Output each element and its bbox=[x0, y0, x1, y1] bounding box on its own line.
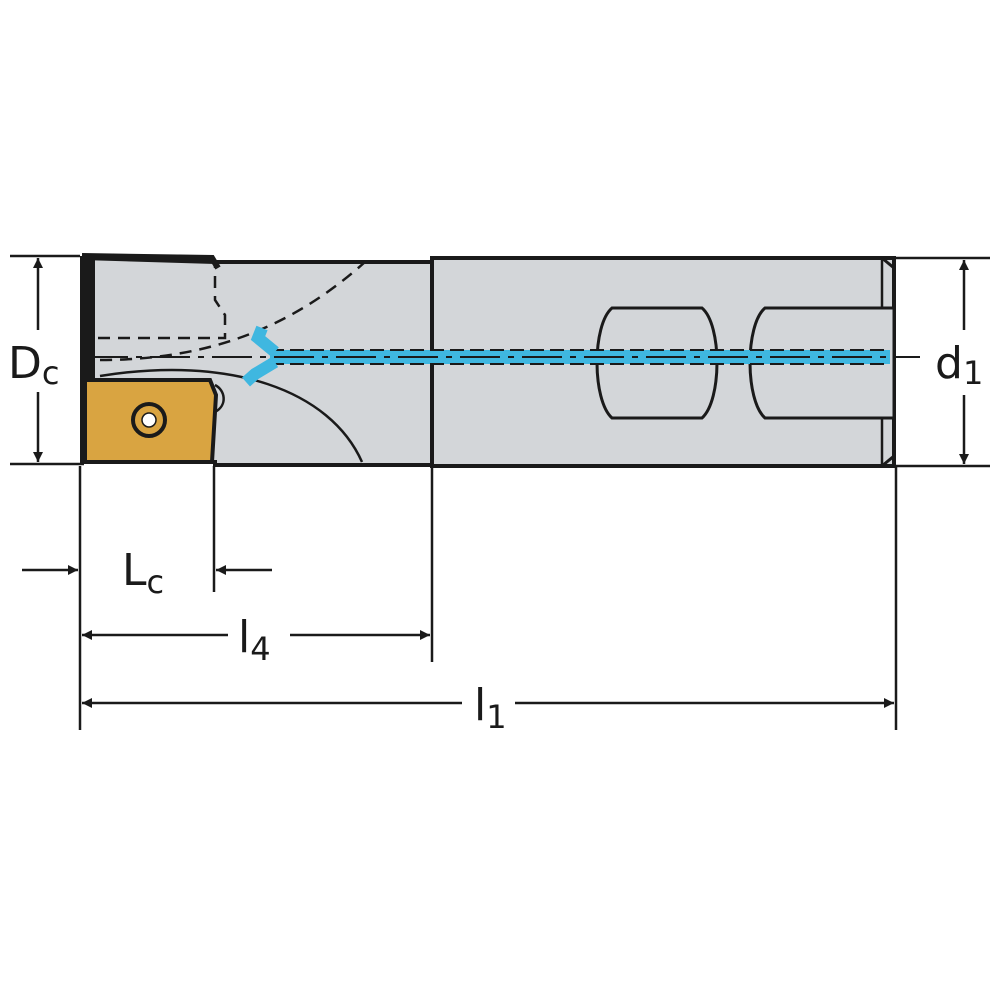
label-l4: l4 bbox=[238, 612, 271, 668]
label-lc: Lc bbox=[122, 545, 164, 601]
extension-lines bbox=[10, 254, 990, 730]
label-l1: l1 bbox=[474, 680, 507, 736]
chip-flute-solid bbox=[99, 368, 364, 463]
label-d1: d1 bbox=[935, 338, 983, 392]
coolant-channel bbox=[242, 325, 890, 387]
insert-screw-hole bbox=[141, 412, 157, 428]
coolant-branch-upper bbox=[250, 325, 279, 357]
chip-flute-dashed bbox=[99, 261, 366, 362]
coolant-branch-lower bbox=[242, 356, 279, 387]
insert-pocket-hidden bbox=[98, 262, 227, 340]
label-dc: Dc bbox=[8, 338, 59, 392]
cutting-insert bbox=[83, 378, 219, 464]
coolant-main-bore bbox=[270, 350, 890, 364]
dimension-lines bbox=[22, 258, 969, 708]
